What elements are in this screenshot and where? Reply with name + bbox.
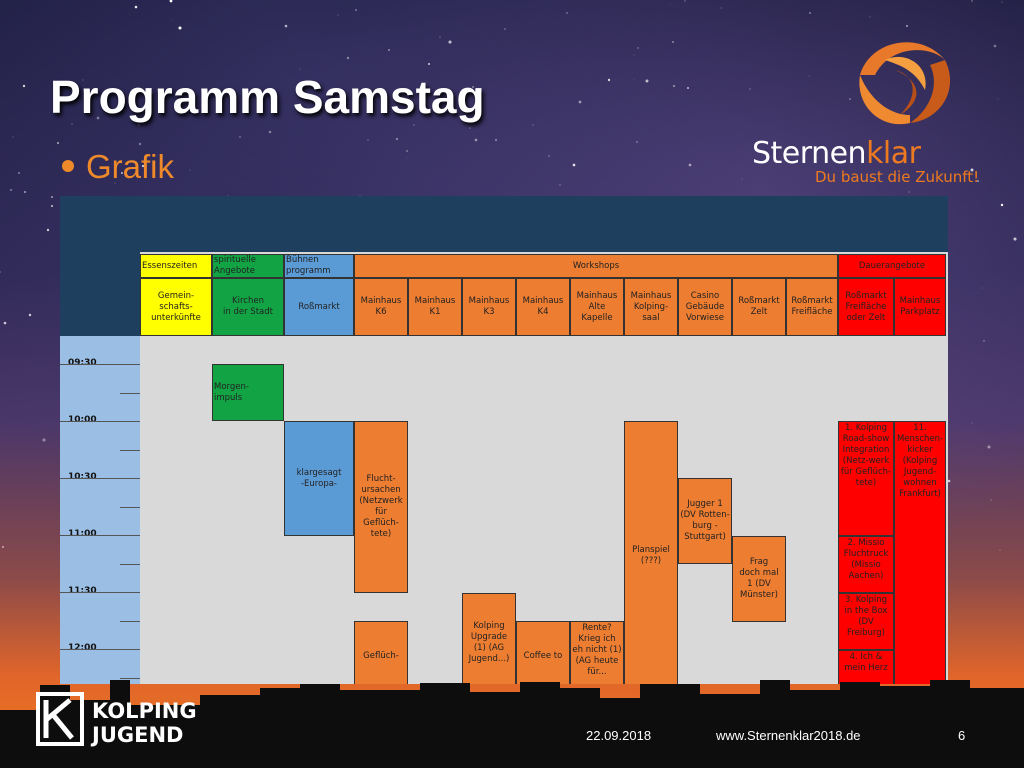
event-klargesagt: klargesagt -Europa-: [284, 421, 354, 536]
time-tick: [120, 563, 140, 565]
jugend-text: JUGEND: [90, 723, 183, 747]
venue-k4: Mainhaus K4: [516, 278, 570, 336]
venue-kapelle: Mainhaus Alte Kapelle: [570, 278, 624, 336]
bullet-dot-icon: [62, 160, 74, 173]
event-jugger: Jugger 1 (DV Rotten- burg - Stuttgart): [678, 478, 732, 564]
time-tick: [60, 421, 140, 422]
bullet-item: Grafik: [62, 148, 174, 186]
footer-url: www.Sternenklar2018.de: [716, 728, 861, 743]
venue-k1: Mainhaus K1: [408, 278, 462, 336]
group-essen: Essenszeiten: [140, 254, 212, 278]
event-morgenimpuls: Morgen- impuls: [212, 364, 284, 421]
event-rente: Rente? Krieg ich eh nicht (1) (AG heute …: [570, 621, 624, 684]
venue-k6: Mainhaus K6: [354, 278, 408, 336]
time-label: 12:00: [68, 643, 97, 653]
time-label: 10:00: [68, 415, 97, 425]
time-label: 11:30: [68, 586, 97, 596]
time-tick: [120, 449, 140, 451]
slide-title: Programm Samstag: [50, 71, 485, 123]
venue-k3: Mainhaus K3: [462, 278, 516, 336]
bullet-text: Grafik: [86, 148, 175, 185]
brand-name: Sternenklar: [752, 136, 921, 171]
time-label: 10:30: [68, 472, 97, 482]
city-skyline-silhouette: [0, 680, 1024, 768]
header-band: [60, 196, 948, 252]
event-flucht: Flucht- ursachen (Netzwerk für Geflüch- …: [354, 421, 408, 593]
venue-freiflaeche: Roßmarkt Freifläche: [786, 278, 838, 336]
footer-date: 22.09.2018: [586, 728, 652, 743]
event-planspiel: Planspiel (???): [624, 421, 678, 684]
venue-freiflaeche-zelt: Roßmarkt Freifläche oder Zelt: [838, 278, 894, 336]
time-tick: [120, 620, 140, 622]
time-column: [60, 336, 140, 684]
time-label: 09:30: [68, 358, 97, 368]
event-kolping-upgrade: Kolping Upgrade (1) (AG Jugend...): [462, 593, 516, 684]
time-tick: [60, 649, 140, 650]
group-workshops: Workshops: [354, 254, 838, 278]
venue-parkplatz: Mainhaus Parkplatz: [894, 278, 946, 336]
event-inthebox: 3. Kolping in the Box (DV Freiburg): [838, 593, 894, 650]
venue-rossmarkt: Roßmarkt: [284, 278, 354, 336]
venue-kolpingsaal: Mainhaus Kolping- saal: [624, 278, 678, 336]
event-roadshow: 1. Kolping Road-show Integration (Netz-w…: [838, 421, 894, 536]
footer-page-number: 6: [958, 728, 966, 743]
time-tick: [60, 364, 140, 365]
event-missio: 2. Missio Fluchtruck (Missio Aachen): [838, 536, 894, 593]
sternenklar-logo-icon: [859, 42, 951, 125]
event-coffee: Coffee to: [516, 621, 570, 684]
kolping-jugend-logo-icon: KOLPING JUGEND: [36, 692, 197, 747]
venue-gemein: Gemein- schafts- unterkünfte: [140, 278, 212, 336]
venue-kirchen: Kirchen in der Stadt: [212, 278, 284, 336]
event-kicker: 11. Menschen- kicker (Kolping Jugend- wo…: [894, 421, 946, 684]
time-tick: [120, 506, 140, 508]
event-frag: Frag doch mal 1 (DV Münster): [732, 536, 786, 622]
event-ich: 4. Ich & mein Herz: [838, 650, 894, 684]
event-gefluech: Geflüch-: [354, 621, 408, 684]
venue-zelt: Roßmarkt Zelt: [732, 278, 786, 336]
time-tick: [60, 535, 140, 536]
time-tick: [120, 392, 140, 394]
time-label: 11:00: [68, 529, 97, 539]
group-buehnen: Bühnen programm: [284, 254, 354, 278]
group-spirit: spirituelle Angebote: [212, 254, 284, 278]
time-tick: [60, 592, 140, 593]
group-dauer: Dauerangebote: [838, 254, 946, 278]
kolping-text: KOLPING: [92, 699, 197, 723]
venue-casino: Casino Gebäude Vorwiese: [678, 278, 732, 336]
brand-slogan: Du baust die Zukunft!: [815, 168, 980, 186]
time-tick: [120, 677, 140, 679]
time-tick: [60, 478, 140, 479]
